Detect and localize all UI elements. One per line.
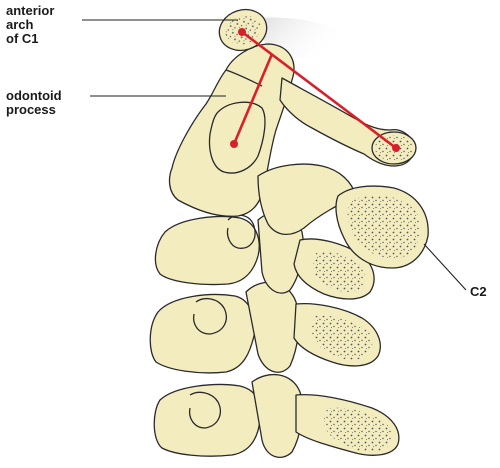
odontoid-point (230, 140, 238, 148)
label-line: odontoid (6, 88, 62, 103)
vertebra-c5 (153, 373, 400, 458)
label-line: anterior (6, 3, 55, 18)
label-c2: C2 (470, 284, 487, 299)
c2-pedicle (257, 163, 357, 235)
vertebra-c4 (149, 281, 381, 374)
label-line: arch (6, 17, 34, 32)
leader-lines (82, 19, 467, 291)
label-line: process (6, 102, 56, 117)
c1-posterior-arch (279, 77, 417, 167)
anterior-to-posterior-line (241, 30, 397, 150)
label-anterior-arch-of-c1: anterior arch of C1 (6, 4, 54, 46)
measurement-lines (232, 30, 397, 150)
leader-c2 (423, 243, 467, 291)
posterior-arch-point (392, 144, 400, 152)
label-odontoid-process: odontoid process (6, 89, 62, 117)
vertebra-c2-axis (168, 43, 429, 269)
measurement-points (230, 28, 400, 152)
label-line: of C1 (6, 31, 39, 46)
odontoid-to-arch-line (232, 53, 274, 145)
anterior-arch-point (238, 28, 246, 36)
vertebra-c3 (154, 211, 375, 300)
